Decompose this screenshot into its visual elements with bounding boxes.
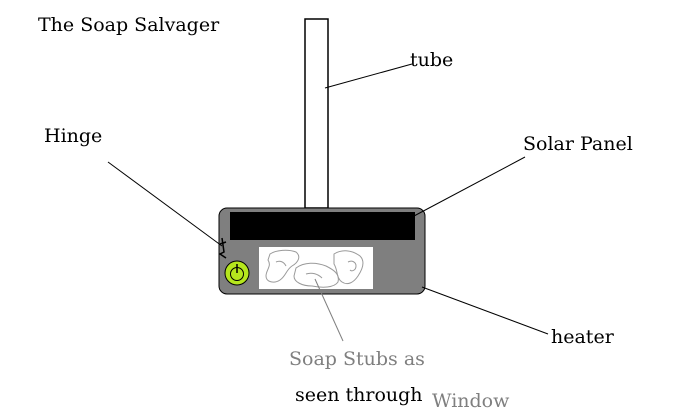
label-soap-stubs-line1: Soap Stubs as: [289, 348, 425, 370]
leader-solar-panel: [413, 156, 526, 217]
label-hinge: Hinge: [44, 125, 103, 147]
leader-heater: [421, 286, 549, 335]
diagram-title: The Soap Salvager: [38, 14, 220, 36]
tube: [304, 18, 329, 209]
power-icon: [224, 260, 250, 286]
hinge: [218, 237, 227, 259]
leader-hinge: [107, 161, 223, 247]
label-heater: heater: [551, 326, 614, 348]
leader-tube: [324, 63, 413, 89]
label-solar-panel: Solar Panel: [523, 133, 633, 155]
label-tube: tube: [410, 49, 454, 71]
label-soap-stubs-line3: Window: [432, 390, 510, 412]
soap-stubs: [265, 249, 364, 288]
leader-soap-stubs: [314, 278, 344, 342]
solar-panel: [230, 212, 415, 240]
label-soap-stubs-line2: seen through: [295, 384, 423, 406]
